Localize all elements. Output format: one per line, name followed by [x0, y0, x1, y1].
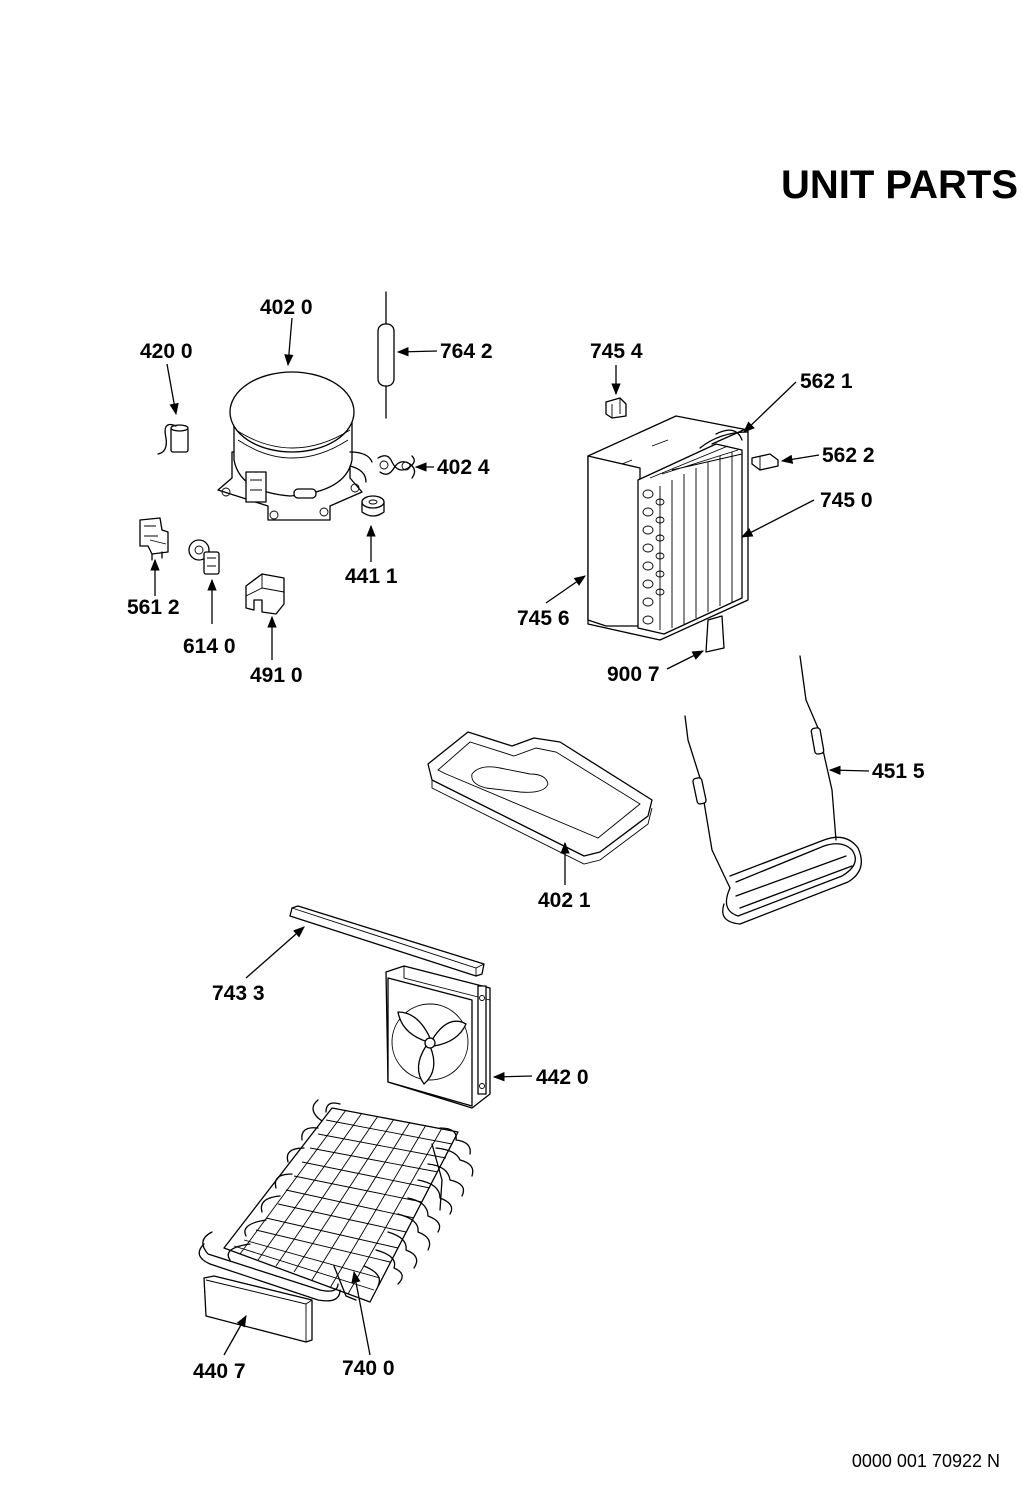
relay-illustration — [139, 517, 169, 561]
label-drain-heater-clip: 900 7 — [607, 663, 660, 686]
leader-seal-strip — [245, 926, 305, 979]
terminal-cover-illustration — [245, 573, 285, 615]
page-title: UNIT PARTS — [781, 163, 1018, 207]
condenser-illustration — [198, 1099, 474, 1303]
leader-sensor-clip — [780, 454, 820, 464]
capacitor-illustration — [157, 423, 189, 455]
label-terminal-cover: 491 0 — [250, 664, 303, 687]
label-evaporator: 745 0 — [820, 489, 873, 512]
leader-drain-heater-clip — [666, 650, 705, 670]
label-seal-strip: 743 3 — [212, 982, 265, 1005]
leader-insulation-pad — [223, 1314, 247, 1356]
overload-protector-illustration — [188, 539, 220, 575]
leader-evaporator-cover — [545, 575, 586, 604]
leader-fan-assembly — [492, 1072, 533, 1082]
label-grommet: 441 1 — [345, 565, 398, 588]
evaporator-clip-illustration — [605, 397, 627, 419]
fan-assembly-illustration — [385, 965, 491, 1109]
label-condenser: 740 0 — [342, 1357, 395, 1380]
sensor-clip-illustration — [751, 453, 779, 471]
label-insulation-pad: 440 7 — [193, 1360, 246, 1383]
label-capacitor: 420 0 — [140, 340, 193, 363]
label-drier-filter: 764 2 — [440, 340, 493, 363]
label-compressor: 402 0 — [260, 296, 313, 319]
label-sensor-clip: 562 2 — [822, 444, 875, 467]
label-evaporator-cover: 745 6 — [517, 607, 570, 630]
leader-capacitor — [166, 363, 179, 416]
label-clamp: 402 4 — [437, 456, 490, 479]
leader-evaporator — [740, 499, 815, 538]
label-fan-assembly: 442 0 — [536, 1066, 589, 1089]
insulation-pad-illustration — [203, 1275, 313, 1343]
label-relay: 561 2 — [127, 596, 180, 619]
grommet-illustration — [361, 495, 385, 517]
drip-tray-illustration — [427, 731, 653, 865]
label-overload-protector: 614 0 — [183, 635, 236, 658]
leader-condenser — [351, 1270, 371, 1356]
leader-drier-filter — [396, 347, 438, 357]
leader-compressor — [284, 317, 294, 367]
evaporator-illustration — [587, 415, 749, 653]
leader-defrost-heater — [828, 765, 870, 775]
label-defrost-heater: 451 5 — [872, 760, 925, 783]
label-evaporator-clip: 745 4 — [590, 340, 643, 363]
leader-sensor-lead — [743, 381, 797, 433]
compressor-illustration — [217, 371, 373, 521]
clamp-illustration — [377, 455, 416, 479]
sensor-lead-illustration — [715, 429, 743, 441]
drier-filter-illustration — [377, 291, 395, 419]
defrost-heater-illustration — [684, 655, 862, 925]
document-number: 0000 001 70922 N — [852, 1451, 1000, 1471]
label-sensor-lead: 562 1 — [800, 370, 853, 393]
label-drip-tray: 402 1 — [538, 889, 591, 912]
seal-strip-illustration — [289, 905, 485, 977]
